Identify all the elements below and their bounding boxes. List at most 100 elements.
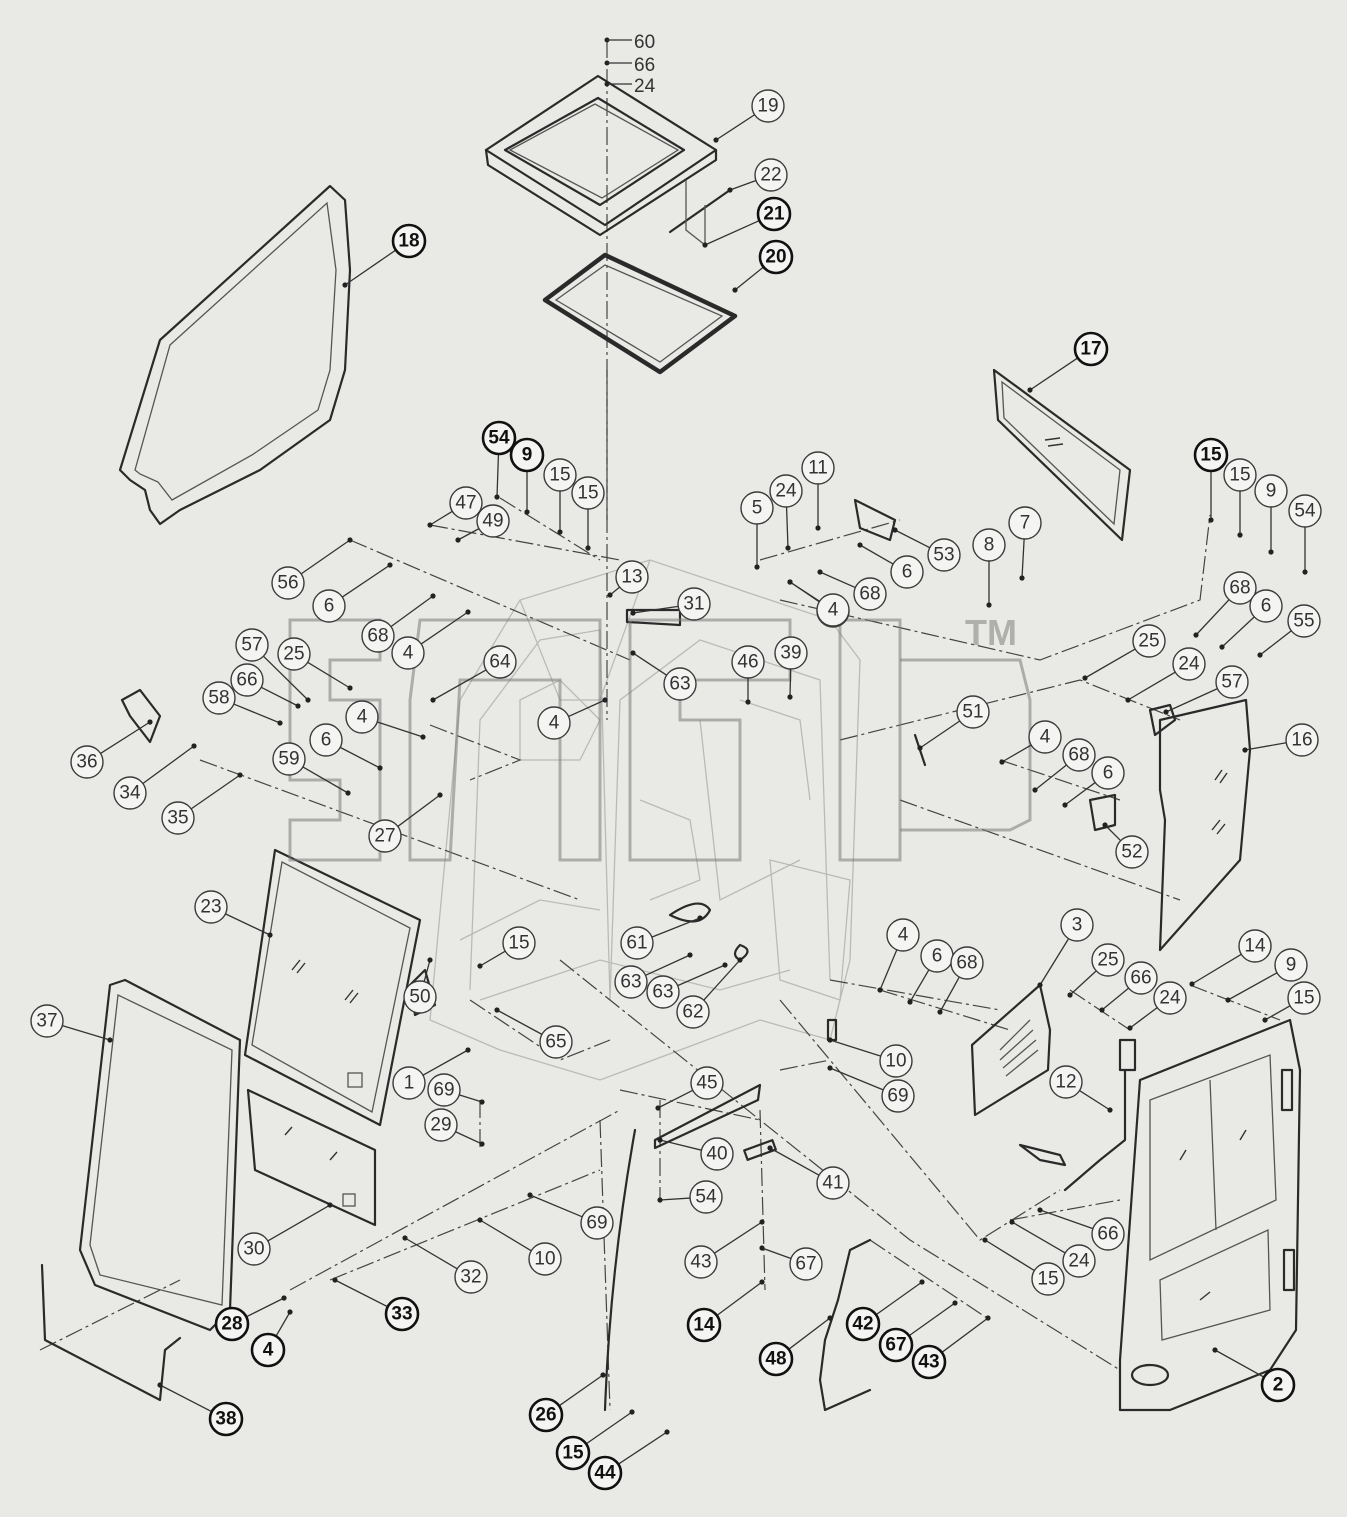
part-callout-15: 15 — [1223, 458, 1257, 492]
callout-leader — [1001, 744, 1032, 763]
callout-number: 57 — [241, 635, 262, 656]
part-callout-9: 9 — [509, 437, 545, 473]
leader-end-dot — [1242, 747, 1248, 753]
leader-end-dot — [465, 1047, 471, 1053]
callout-circle — [816, 1166, 850, 1200]
leader-end-dot — [986, 602, 992, 608]
callout-circle — [878, 1327, 914, 1363]
part-callout-15: 15 — [502, 926, 536, 960]
callout-leader — [1029, 357, 1079, 391]
stack-label-66: 66 — [634, 55, 655, 76]
callout-number: 15 — [1229, 465, 1250, 486]
callout-number: 44 — [594, 1463, 616, 1484]
callout-leader — [919, 720, 961, 749]
callout-number: 9 — [1286, 955, 1297, 976]
leader-end-dot — [191, 743, 197, 749]
part-callout-15: 15 — [571, 476, 605, 510]
callout-number: 7 — [1020, 513, 1031, 534]
callout-circle — [237, 1232, 271, 1266]
part-callout-57: 57 — [1215, 665, 1249, 699]
leader-end-dot — [1067, 992, 1073, 998]
part-callout-11: 11 — [801, 451, 835, 485]
part-callout-53: 53 — [927, 538, 961, 572]
callout-number: 15 — [1293, 988, 1314, 1009]
part-callout-25: 25 — [1091, 943, 1125, 977]
leader-end-dot — [697, 915, 703, 921]
callout-leader — [302, 766, 349, 794]
callout-leader — [341, 564, 391, 598]
roof-hatch — [484, 74, 718, 237]
callout-circle — [1172, 647, 1206, 681]
leader-end-dot — [1163, 709, 1169, 715]
part-callout-35: 35 — [161, 801, 195, 835]
callout-markers: 1922212018175491515474911245536684871515… — [30, 89, 1322, 1491]
leader-end-dot — [827, 1315, 833, 1321]
part-callout-59: 59 — [272, 742, 306, 776]
leader-end-dot — [527, 1192, 533, 1198]
callout-number: 40 — [706, 1144, 727, 1165]
callout-circle — [769, 474, 803, 508]
callout-number: 57 — [1221, 672, 1242, 693]
callout-leader — [233, 703, 281, 724]
callout-leader — [100, 721, 151, 754]
callout-circle — [502, 926, 536, 960]
part-callout-25: 25 — [1132, 624, 1166, 658]
leader-end-dot — [1062, 802, 1068, 808]
part-callout-58: 58 — [202, 681, 236, 715]
callout-number: 42 — [852, 1314, 873, 1335]
part-callout-16: 16 — [1285, 723, 1319, 757]
callout-number: 14 — [1244, 936, 1266, 957]
callout-number: 4 — [898, 925, 909, 946]
callout-leader — [789, 668, 792, 698]
leader-end-dot — [815, 525, 821, 531]
callout-leader — [704, 219, 760, 246]
callout-number: 63 — [620, 972, 641, 993]
part-callout-6: 6 — [312, 589, 346, 623]
callout-leader — [785, 506, 789, 549]
callout-circle — [731, 645, 765, 679]
callout-circle — [972, 528, 1006, 562]
part-callout-32: 32 — [454, 1260, 488, 1294]
callout-circle — [235, 628, 269, 662]
part-callout-15: 15 — [555, 1435, 591, 1471]
callout-circle — [1115, 835, 1149, 869]
callout-circle — [1124, 961, 1158, 995]
watermark-tm: TM — [965, 612, 1017, 653]
callout-leader — [529, 1194, 583, 1218]
callout-number: 6 — [1261, 596, 1272, 617]
leader-end-dot — [907, 999, 913, 1005]
part-callout-54: 54 — [1288, 494, 1322, 528]
part-callout-19: 19 — [751, 89, 785, 123]
leader-end-dot — [892, 527, 898, 533]
callout-leader — [716, 1281, 763, 1316]
part-callout-68: 68 — [853, 577, 887, 611]
callout-circle — [427, 1073, 461, 1107]
callout-circle — [250, 1332, 286, 1368]
part-callout-1: 1 — [392, 1066, 426, 1100]
leader-end-dot — [1208, 517, 1214, 523]
callout-leader — [1165, 688, 1218, 713]
leader-end-dot — [1127, 1025, 1133, 1031]
part-callout-6: 6 — [890, 555, 924, 589]
guide-rail — [40, 1263, 182, 1402]
callout-number: 15 — [508, 933, 529, 954]
callout-leader — [377, 721, 424, 738]
leader-end-dot — [1189, 981, 1195, 987]
callout-circle — [580, 1206, 614, 1240]
callout-circle — [1274, 948, 1308, 982]
callout-number: 69 — [887, 1086, 908, 1107]
part-callout-9: 9 — [1254, 474, 1288, 508]
callout-leader — [429, 510, 453, 526]
callout-circle — [676, 995, 710, 1029]
callout-number: 19 — [757, 96, 778, 117]
leader-end-dot — [745, 699, 751, 705]
callout-circle — [1193, 437, 1229, 473]
part-callout-49: 49 — [476, 504, 510, 538]
part-callout-43: 43 — [911, 1344, 947, 1380]
callout-circle — [886, 918, 920, 952]
part-callout-64: 64 — [483, 645, 517, 679]
side-window-small — [992, 368, 1132, 542]
part-callout-66: 66 — [1124, 961, 1158, 995]
callout-leader — [479, 950, 506, 967]
callout-leader — [829, 1039, 881, 1057]
